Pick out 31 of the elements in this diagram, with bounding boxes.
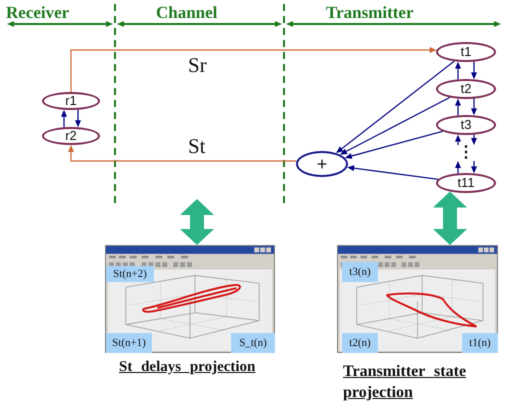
summing-junction: + [296,151,348,177]
arrow [336,60,455,154]
state-ellipse: t11 [436,173,496,193]
arrow [68,145,297,162]
section-heading: Transmitter [326,3,414,23]
arrow [61,110,67,128]
state-ellipse: t3 [436,115,496,135]
section-heading: Channel [156,3,218,23]
arrow [455,98,461,116]
arrow [471,161,477,174]
arrow [471,98,477,116]
block-arrow [433,192,467,245]
arrow [455,62,461,80]
state-ellipse: t2 [436,79,496,99]
projection-label: Transmitter state projection [343,362,468,403]
arrow [455,161,461,174]
state-ellipse: r1 [42,92,100,110]
ellipsis-mark: ⋮ [452,145,480,161]
state-ellipse: r2 [42,127,100,145]
arrow [344,130,443,159]
arrow [471,62,477,80]
section-heading: Receiver [6,3,70,23]
arrow [455,134,461,145]
arrow [471,134,477,145]
projection-label: St delays projection [119,358,256,377]
arrow [340,96,450,155]
arrow [347,165,438,180]
arrow [70,47,437,92]
block-arrow [180,199,214,245]
state-ellipse: t1 [436,42,496,62]
arrow [75,110,81,128]
